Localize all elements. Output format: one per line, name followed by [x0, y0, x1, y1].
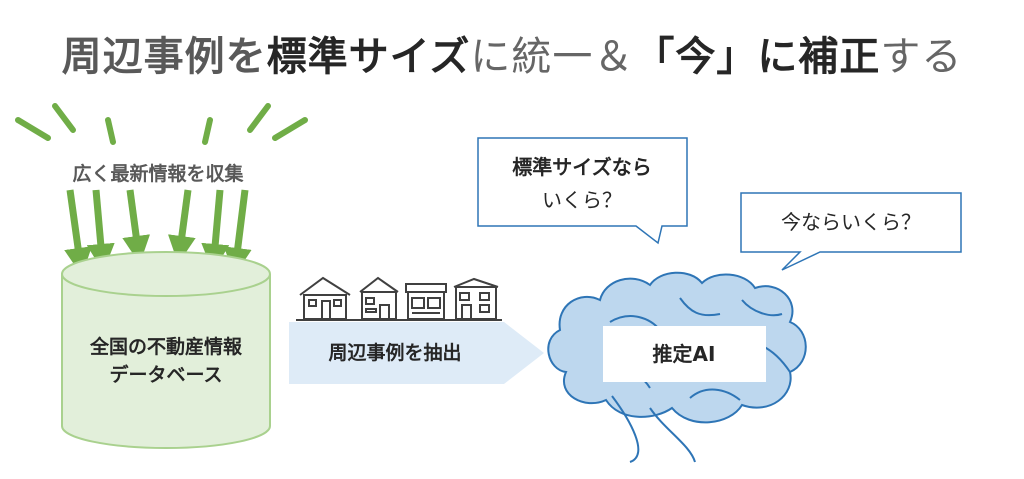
- ray-line: [247, 103, 271, 133]
- ai-label-box: [603, 326, 766, 382]
- down-arrow: [122, 189, 151, 264]
- database-label-line2: データベース: [109, 363, 222, 386]
- bubble1-line2: いくら？: [542, 188, 622, 212]
- down-arrow: [167, 189, 196, 264]
- ray-line: [272, 117, 308, 141]
- title-part-4: 「今」: [634, 34, 758, 80]
- speech-bubble-now: 今ならいくら？: [740, 192, 962, 271]
- house-icon: [359, 276, 399, 320]
- title-part-3: に統一＆: [470, 34, 635, 80]
- down-arrow: [223, 189, 252, 276]
- title-part-5: に補正: [757, 34, 881, 80]
- ray-line: [202, 117, 213, 145]
- extract-arrow-label: 周辺事例を抽出: [328, 341, 461, 364]
- bubble2-line1: 今ならいくら？: [781, 210, 921, 234]
- speech-bubble-standard-size: 標準サイズなら いくら？: [477, 137, 688, 245]
- houses-icon-group: [296, 276, 502, 321]
- ray-line: [15, 117, 51, 141]
- title-part-6: する: [880, 34, 963, 80]
- database-cylinder: 全国の不動産情報 データベース: [61, 251, 271, 449]
- ai-label: 推定AI: [653, 342, 716, 366]
- down-arrow: [86, 189, 115, 272]
- extract-arrow: 周辺事例を抽出: [289, 322, 544, 384]
- house-icon: [453, 277, 499, 320]
- title-part-1: 周辺事例を: [61, 34, 267, 80]
- down-arrow: [64, 189, 92, 276]
- collect-arrows: [64, 189, 252, 276]
- title-part-2: 標準サイズ: [266, 34, 471, 80]
- page-title: 周辺事例を標準サイズに統一＆「今」に補正する: [0, 24, 1024, 82]
- ray-line: [52, 103, 76, 133]
- house-icon: [299, 276, 351, 320]
- incoming-rays: [15, 103, 308, 145]
- bubble1-line1: 標準サイズなら: [512, 155, 651, 179]
- database-label-line1: 全国の不動産情報: [89, 335, 243, 358]
- ray-line: [105, 117, 116, 145]
- shop-icon: [405, 283, 447, 320]
- collect-label: 広く最新情報を収集: [72, 162, 244, 185]
- brain-icon: 推定AI: [547, 271, 807, 463]
- down-arrow: [201, 189, 230, 272]
